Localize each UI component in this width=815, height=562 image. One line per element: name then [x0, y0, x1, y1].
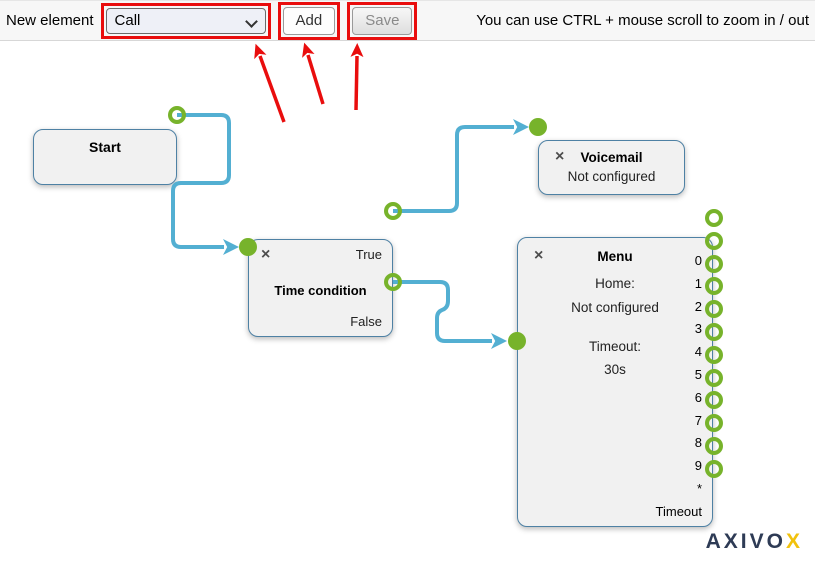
menu-output-label-1: 1 — [694, 276, 702, 291]
logo-accent: X — [785, 530, 803, 553]
menu-output-label-4: 4 — [694, 344, 702, 359]
dialplan-canvas[interactable]: Start × True Time condition False × Voic… — [0, 42, 815, 562]
node-menu-title: Menu — [597, 249, 633, 264]
menu-output-label-3: 3 — [694, 321, 702, 336]
menu-output-label-2: 2 — [694, 299, 702, 314]
element-select-wrap: Call — [105, 7, 266, 34]
annotation-box-select: Call — [100, 2, 271, 39]
close-icon[interactable]: × — [555, 148, 565, 165]
toolbar: New element Call Add Save You can use CT… — [0, 0, 815, 41]
close-icon[interactable]: × — [261, 246, 271, 263]
save-button[interactable]: Save — [352, 6, 413, 35]
menu-output-label-9: 9 — [694, 458, 702, 473]
node-time-condition[interactable]: × True Time condition False — [248, 239, 393, 337]
menu-home-status: Not configured — [571, 300, 659, 315]
menu-output-label-0: 0 — [694, 253, 702, 268]
annotation-box-add: Add — [277, 1, 341, 40]
node-start[interactable]: Start — [33, 129, 177, 185]
menu-timeout-label: Timeout: — [588, 339, 642, 354]
new-element-select[interactable]: Call — [105, 7, 266, 34]
node-voicemail[interactable]: × Voicemail Not configured — [538, 140, 685, 195]
logo-main: AXIVO — [705, 530, 786, 553]
output-label-false: False — [350, 314, 382, 329]
add-button[interactable]: Add — [282, 6, 336, 35]
node-start-title: Start — [89, 139, 121, 155]
menu-output-label-6: 6 — [694, 390, 702, 405]
annotation-box-save: Save — [347, 1, 418, 40]
menu-home-label: Home: — [595, 276, 635, 291]
node-time-condition-title: Time condition — [274, 283, 367, 298]
node-menu[interactable]: × Menu Home: Not configured Timeout: 30s… — [517, 237, 713, 527]
menu-output-label-timeout: Timeout — [655, 504, 702, 519]
zoom-hint-text: You can use CTRL + mouse scroll to zoom … — [476, 12, 809, 29]
menu-timeout-value: 30s — [604, 362, 626, 377]
close-icon[interactable]: × — [534, 247, 544, 264]
menu-output-label-7: 7 — [694, 413, 702, 428]
menu-output-label-5: 5 — [694, 367, 702, 382]
output-label-true: True — [355, 247, 382, 262]
node-voicemail-status: Not configured — [567, 169, 656, 184]
new-element-label: New element — [6, 12, 94, 29]
axivox-logo: AXIVOX — [706, 530, 803, 554]
node-voicemail-title: Voicemail — [580, 150, 643, 165]
menu-output-label-8: 8 — [694, 435, 702, 450]
menu-output-label-star: * — [696, 481, 702, 496]
